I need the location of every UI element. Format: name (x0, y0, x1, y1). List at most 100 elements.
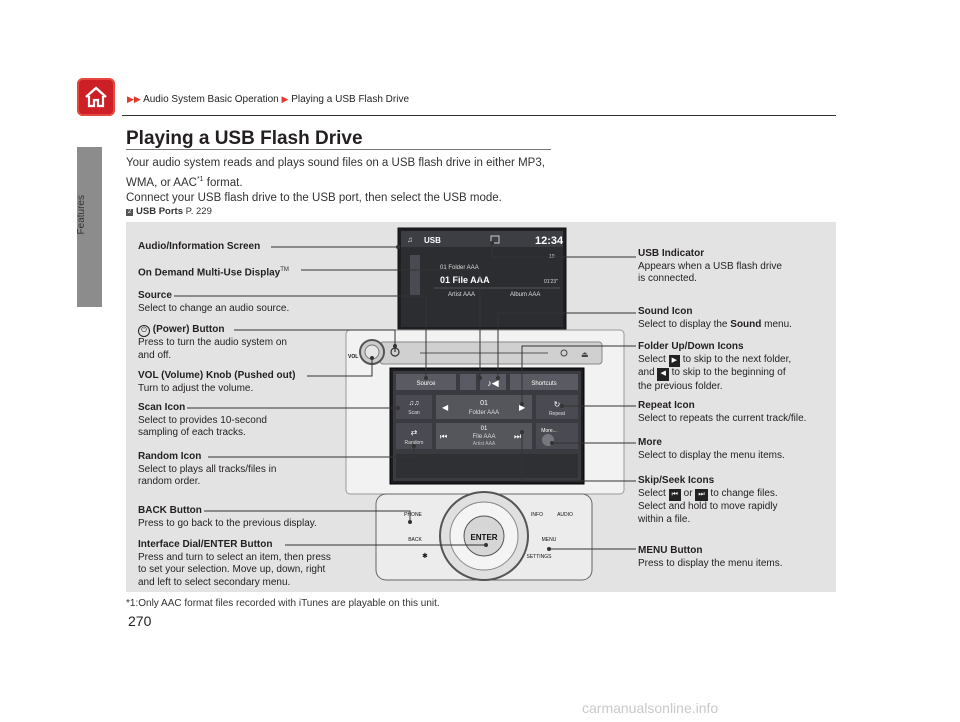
label-title: Sound Icon (638, 306, 693, 317)
label-menu: MENU Button Press to display the menu it… (638, 545, 783, 570)
home-button[interactable] (77, 78, 115, 116)
label-title: Repeat Icon (638, 400, 695, 411)
more-label: More... (541, 428, 557, 434)
callout-dots (370, 241, 564, 551)
head-unit: VOL ⏏ Source ♪◀ Shortcuts ♫♫ Scan ◀ ▶ 01… (345, 329, 625, 495)
label-audio-screen: Audio/Information Screen (138, 241, 260, 254)
reference-label: USB Ports (136, 206, 183, 217)
audio-label: AUDIO (557, 512, 573, 518)
intro-text-part: WMA, or AAC (126, 176, 197, 189)
home-icon (85, 86, 107, 108)
breadcrumb-arrow-icon: ▶▶ (127, 94, 141, 104)
folder-down-icon: ◀ (657, 368, 669, 381)
upper-file: 01 File AAA (440, 275, 490, 285)
page-title: Playing a USB Flash Drive (126, 128, 363, 149)
label-title: On Demand Multi-Use Display (138, 267, 281, 279)
label-desc: within a file. (638, 513, 691, 525)
label-desc: Select (638, 353, 669, 365)
label-desc: to skip to the beginning of (668, 367, 786, 378)
intro-line: WMA, or AAC*1 format. (126, 172, 566, 191)
label-source: Source Select to change an audio source. (138, 290, 289, 315)
section-tab (77, 147, 102, 307)
label-desc: Press to go back to the previous display… (138, 517, 317, 529)
scan-icon: ♫♫ (409, 400, 420, 407)
reference-page: P. 229 (185, 206, 212, 217)
label-desc: is connected. (638, 273, 697, 284)
label-title: Source (138, 290, 172, 301)
label-more: More Select to display the menu items. (638, 437, 785, 462)
folder-up-icon: ▶ (668, 354, 680, 367)
settings-label: SETTINGS (526, 554, 552, 560)
upper-album: Album AAA (510, 292, 540, 298)
label-title: BACK Button (138, 505, 202, 516)
label-desc: Select to display the menu items. (638, 449, 785, 461)
breadcrumb-arrow-icon: ▶ (281, 94, 289, 104)
music-note-icon: ♫ (407, 235, 413, 244)
source-button: Source (416, 381, 436, 387)
label-title: Scan Icon (138, 402, 186, 413)
info-label: INFO (531, 512, 543, 518)
header-divider (122, 115, 836, 116)
label-desc: Select to repeats the current track/file… (638, 412, 807, 424)
callout-lines (174, 243, 636, 550)
label-desc: Appears when a USB flash drive (638, 260, 782, 272)
intro-line: Connect your USB flash drive to the USB … (126, 191, 502, 204)
eject-icon: ⏏ (581, 350, 589, 359)
label-title: More (638, 437, 662, 448)
label-back: BACK Button Press to go back to the prev… (138, 505, 317, 530)
label-desc: Select to change an audio source. (138, 302, 290, 314)
breadcrumb-link-usb[interactable]: Playing a USB Flash Drive (291, 94, 410, 105)
label-desc: Select (638, 487, 669, 499)
label-desc: the previous folder. (638, 380, 723, 392)
label-desc: Press to turn the audio system on (138, 337, 287, 348)
label-desc: and left to select secondary menu. (138, 576, 291, 588)
label-random: Random Icon Select to plays all tracks/f… (138, 451, 276, 489)
file-artist: Artist AAA (473, 441, 496, 447)
repeat-label: Repeat (549, 411, 566, 417)
power-icon: ⏻ (138, 325, 150, 337)
upper-mode: USB (424, 236, 441, 245)
label-desc: and (638, 367, 658, 378)
intro-text: Your audio system reads and plays sound … (126, 156, 566, 206)
breadcrumb: ▶▶ Audio System Basic Operation ▶ Playin… (127, 94, 409, 105)
skip-forward-icon: ⏭ (695, 488, 708, 501)
scan-label: Scan (408, 410, 420, 416)
clock: 12:34 (535, 235, 564, 247)
label-title: Interface Dial/ENTER Button (138, 539, 273, 550)
label-desc-bold: Sound (730, 318, 762, 330)
label-sound: Sound Icon Select to display the Sound m… (638, 306, 792, 331)
title-divider (126, 149, 551, 150)
label-desc: Turn to adjust the volume. (138, 382, 254, 394)
label-desc: Press to display the menu items. (638, 557, 783, 569)
page-number: 270 (128, 613, 152, 629)
back-label: BACK (408, 537, 422, 543)
upper-folder: 01 Folder AAA (440, 265, 479, 271)
reference-arrow-icon: 2 (126, 209, 133, 216)
intro-line: Your audio system reads and plays sound … (126, 157, 545, 169)
label-desc: and off. (138, 349, 172, 361)
usb-indicator (460, 374, 476, 390)
folder-number: 01 (480, 400, 488, 407)
label-title: Folder Up/Down Icons (638, 341, 744, 352)
elapsed-time: 01'23" (544, 279, 558, 285)
label-desc: or (680, 487, 696, 499)
phone-label: PHONE (404, 512, 422, 518)
label-title: Audio/Information Screen (138, 241, 261, 252)
random-label: Random (405, 440, 424, 446)
label-title: (Power) Button (152, 324, 225, 335)
label-power: ⏻ (Power) Button Press to turn the audio… (138, 324, 287, 362)
intro-text-part: format. (203, 176, 243, 189)
breadcrumb-link-audio-basic[interactable]: Audio System Basic Operation (143, 94, 279, 105)
label-title: MENU Button (638, 545, 703, 556)
folder-name: Folder AAA (469, 410, 499, 416)
center-console: ENTER PHONE INFO AUDIO BACK MENU SETTING… (375, 491, 593, 581)
label-desc: to change files. (707, 487, 778, 499)
folder-up-icon: ▶ (519, 403, 526, 412)
label-desc: Press and turn to select an item, then p… (138, 551, 331, 563)
voice-icon: ✱ (422, 552, 428, 560)
label-title: Random Icon (138, 451, 202, 462)
random-icon: ⇄ (411, 428, 418, 437)
menu-label: MENU (542, 537, 557, 543)
